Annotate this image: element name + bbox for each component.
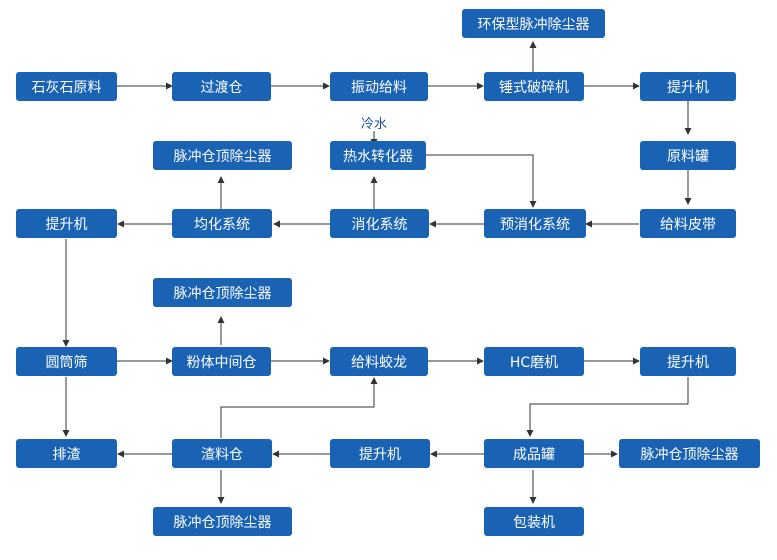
arrow-slagbin-to-screw bbox=[220, 377, 378, 438]
node-packing-machine: 包装机 bbox=[484, 507, 584, 536]
node-elevator-2: 提升机 bbox=[16, 209, 117, 238]
node-feeding-belt: 给料皮带 bbox=[640, 209, 736, 238]
node-raw-limestone: 石灰石原料 bbox=[16, 72, 117, 101]
node-bin-top-collector-1: 脉冲仓顶除尘器 bbox=[153, 141, 292, 170]
node-heat-water-converter: 热水转化器 bbox=[330, 141, 426, 170]
node-discharge-slag: 排渣 bbox=[16, 439, 117, 468]
node-product-tank: 成品罐 bbox=[484, 439, 584, 468]
label-cold-water: 冷水 bbox=[361, 117, 388, 132]
arrow-converter-to-preslaking bbox=[426, 154, 537, 208]
node-powder-intermediate-bin: 粉体中间仓 bbox=[172, 347, 271, 376]
arrow-elevator-to-product bbox=[526, 377, 689, 437]
node-slag-bin: 渣料仓 bbox=[172, 439, 272, 468]
node-drum-screen: 圆筒筛 bbox=[16, 347, 117, 376]
node-hc-mill: HC磨机 bbox=[484, 347, 584, 376]
node-vibrating-feeder: 振动给料 bbox=[330, 72, 428, 101]
node-elevator-3: 提升机 bbox=[640, 347, 736, 376]
node-pre-slaking-system: 预消化系统 bbox=[484, 209, 586, 238]
node-elevator-4: 提升机 bbox=[330, 439, 430, 468]
node-elevator-1: 提升机 bbox=[640, 72, 736, 101]
node-screw-feeder: 给料蛟龙 bbox=[330, 347, 428, 376]
node-eco-pulse-collector: 环保型脉冲除尘器 bbox=[462, 9, 605, 38]
node-hammer-crusher: 锤式破碎机 bbox=[484, 72, 584, 101]
node-bin-top-collector-2: 脉冲仓顶除尘器 bbox=[153, 278, 292, 307]
node-bin-top-collector-3: 脉冲仓顶除尘器 bbox=[619, 439, 760, 468]
node-transfer-bin: 过渡仓 bbox=[172, 72, 271, 101]
node-slaking-system: 消化系统 bbox=[330, 209, 429, 238]
node-raw-material-tank: 原料罐 bbox=[640, 141, 736, 170]
node-bin-top-collector-4: 脉冲仓顶除尘器 bbox=[153, 507, 292, 536]
node-homogenizing-system: 均化系统 bbox=[172, 209, 272, 238]
